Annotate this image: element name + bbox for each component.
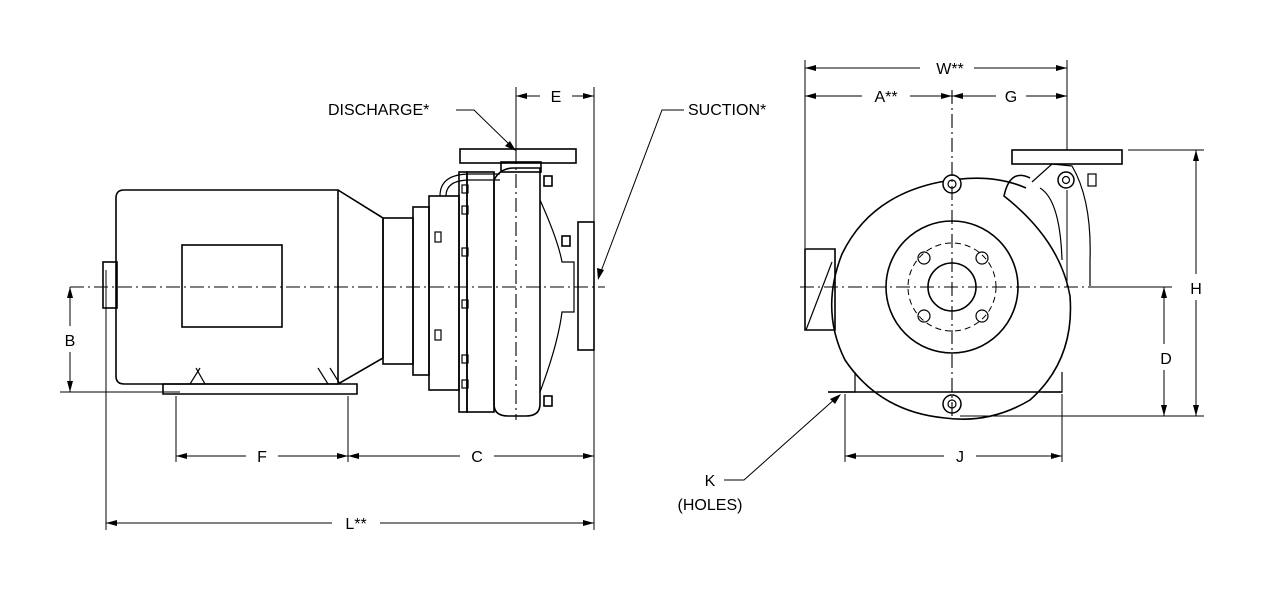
motor-bracket — [382, 217, 414, 365]
dim-e-label: E — [551, 89, 562, 106]
motor-feet — [189, 367, 341, 385]
volute-tongue — [1031, 163, 1091, 286]
volute-casing — [830, 174, 1072, 420]
discharge-nozzle — [500, 161, 542, 173]
holes-label: (HOLES) — [678, 497, 743, 514]
suction-nozzle-body — [539, 199, 575, 393]
motor-nameplate — [181, 244, 283, 328]
dimension-e: E — [516, 89, 594, 106]
suction-flange — [577, 221, 595, 351]
suction-callout: SUCTION* — [597, 102, 766, 280]
front-discharge-flange — [1011, 149, 1123, 165]
pump — [412, 148, 595, 417]
dimension-j: J — [845, 449, 1062, 466]
dimension-a: A** — [805, 89, 952, 106]
pump-bracket — [428, 195, 460, 391]
dim-b-label: B — [65, 333, 76, 350]
bolt-heads — [434, 184, 469, 389]
suction-bolt — [561, 235, 571, 247]
pump-casing — [493, 167, 541, 417]
casing-bolt-bottom — [543, 395, 553, 407]
bolt-ring — [466, 171, 495, 413]
dimension-w: W** — [805, 61, 1067, 78]
dimension-d: D — [1160, 287, 1172, 416]
dimension-f: F — [176, 449, 348, 466]
dim-a-label: A** — [874, 89, 897, 106]
dimension-g: G — [952, 89, 1067, 106]
dim-k-label: K — [705, 473, 716, 490]
motor-terminal-box — [804, 248, 836, 331]
dimension-h: H — [1190, 150, 1202, 416]
dim-j-label: J — [956, 449, 964, 466]
motor-base-plate — [162, 383, 358, 395]
casing-bolt-top — [543, 175, 553, 187]
gauge-tube-outer — [439, 173, 500, 197]
discharge-callout: DISCHARGE* — [328, 102, 516, 151]
dim-h-label: H — [1190, 281, 1202, 298]
motor-end-cap — [102, 261, 118, 309]
volute-inner-edge — [1039, 187, 1063, 261]
dimension-l: L** — [106, 516, 594, 533]
terminal-box-edge — [805, 261, 833, 331]
dim-l-label: L** — [345, 516, 366, 533]
dim-d-label: D — [1160, 351, 1172, 368]
dimension-c: C — [348, 449, 594, 466]
dim-w-label: W** — [936, 61, 964, 78]
discharge-label: DISCHARGE* — [328, 102, 429, 119]
pump-adapter — [412, 206, 430, 376]
dim-g-label: G — [1005, 89, 1017, 106]
gauge-tube-inner — [445, 179, 500, 197]
suction-label: SUCTION* — [688, 102, 766, 119]
side-view: E B F C — [60, 87, 766, 533]
dimension-b: B — [65, 287, 76, 392]
back-plate — [458, 171, 468, 413]
discharge-flange — [459, 148, 577, 164]
dim-c-label: C — [471, 449, 483, 466]
motor — [102, 189, 414, 395]
dim-f-label: F — [257, 449, 267, 466]
flange-bolt-holes — [917, 251, 989, 323]
motor-body — [115, 189, 339, 385]
holes-callout: K (HOLES) — [678, 394, 841, 514]
front-view: W** A** G H — [678, 60, 1204, 514]
